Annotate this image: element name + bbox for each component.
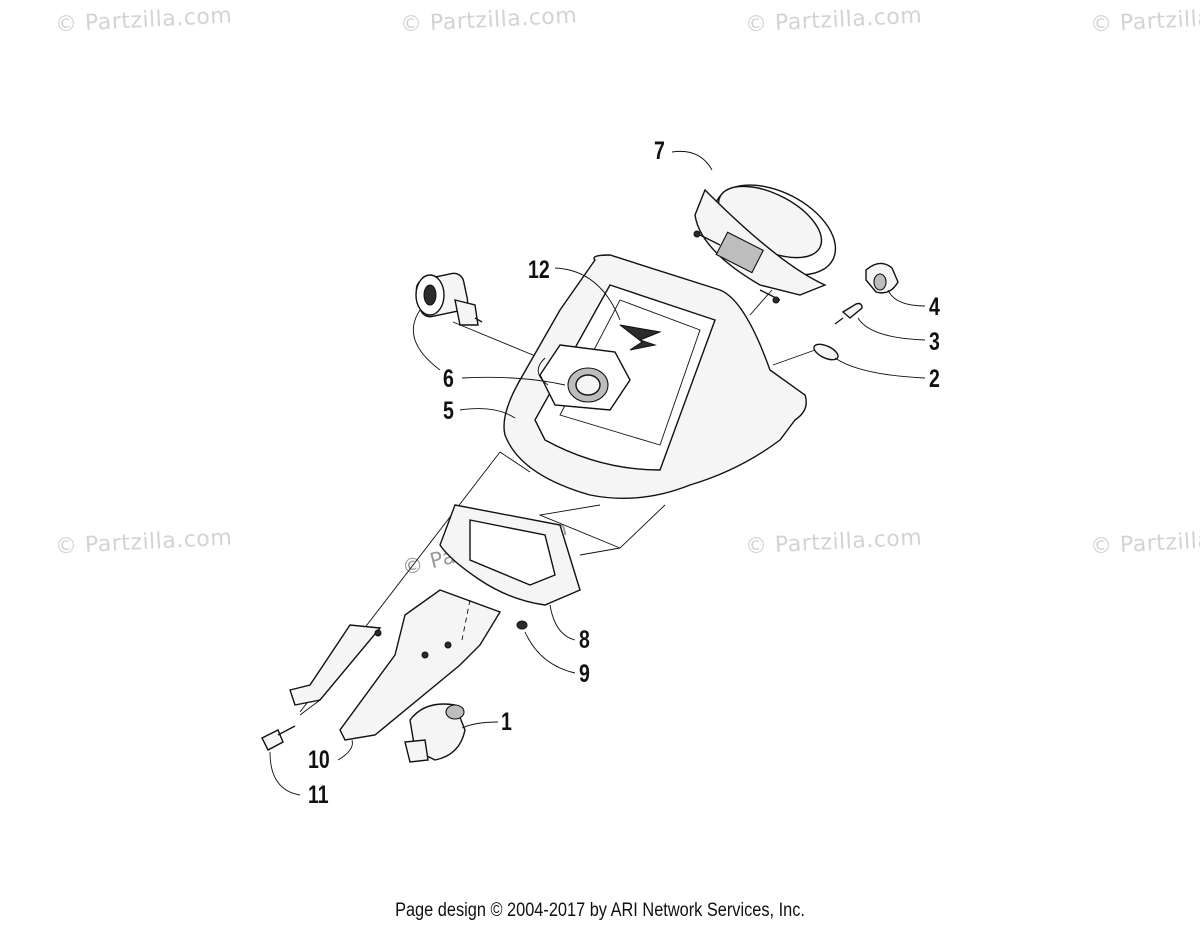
- callout-8[interactable]: 8: [579, 626, 590, 654]
- callout-6[interactable]: 6: [443, 365, 454, 393]
- gauge-part-7: [693, 184, 837, 304]
- switch-part-1: [404, 703, 466, 763]
- callout-5[interactable]: 5: [443, 397, 454, 425]
- fastener-part-9: [516, 620, 528, 630]
- callout-9[interactable]: 9: [579, 660, 590, 688]
- bezel-part-8: [439, 504, 581, 606]
- leader-lines: [269, 150, 926, 796]
- callout-3[interactable]: 3: [929, 328, 940, 356]
- callout-11[interactable]: 11: [308, 781, 329, 809]
- callout-2[interactable]: 2: [929, 365, 940, 393]
- callout-1[interactable]: 1: [501, 708, 512, 736]
- callout-4[interactable]: 4: [929, 293, 940, 321]
- fastener-part-11: [261, 725, 296, 751]
- key-switch-parts: [813, 262, 899, 361]
- callout-10[interactable]: 10: [308, 746, 330, 774]
- bracket-part-10: [289, 589, 502, 741]
- callout-12[interactable]: 12: [528, 256, 550, 284]
- power-outlet: [415, 272, 483, 326]
- decal-part-12: [619, 324, 662, 351]
- callout-7[interactable]: 7: [654, 137, 665, 165]
- switch-nut-part-6: [537, 344, 631, 411]
- footer-copyright: Page design © 2004-2017 by ARI Network S…: [395, 900, 805, 921]
